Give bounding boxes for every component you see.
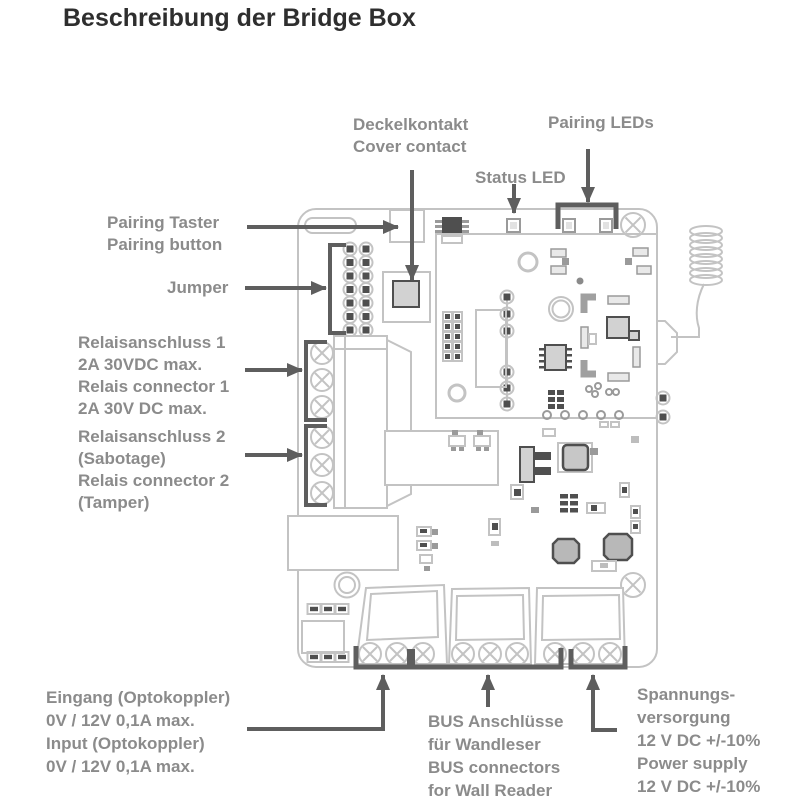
relay2-bracket bbox=[304, 424, 327, 507]
label-relay-connector-2: Relaisanschluss 2 (Sabotage) Relais conn… bbox=[78, 427, 230, 512]
jumper-bracket bbox=[328, 243, 346, 335]
rf-pad-grid bbox=[442, 311, 463, 362]
callout-arrows bbox=[245, 149, 617, 732]
label-pairing-button: Pairing Taster Pairing button bbox=[107, 213, 223, 254]
top-edge-ic bbox=[435, 217, 469, 244]
relay1-bracket bbox=[304, 340, 327, 422]
jumper-pin-header bbox=[342, 241, 374, 338]
callout-brackets bbox=[304, 202, 628, 670]
label-jumper: Jumper bbox=[167, 278, 229, 297]
bottom-terminal-block-2 bbox=[447, 586, 533, 666]
relay-terminal-block-1 bbox=[310, 341, 334, 419]
label-status-led: Status LED bbox=[475, 168, 566, 187]
tact-switch-b bbox=[551, 537, 581, 565]
label-relay-connector-1: Relaisanschluss 1 2A 30VDC max. Relais c… bbox=[78, 333, 230, 418]
pcb-middle-components bbox=[384, 421, 641, 572]
label-power-supply: Spannungs- versorgung 12 V DC +/-10% Pow… bbox=[637, 685, 761, 796]
status-led bbox=[506, 218, 521, 233]
rf-ic-8pin bbox=[539, 344, 572, 371]
pairing-led-2 bbox=[599, 218, 613, 233]
right-edge-pads bbox=[655, 390, 671, 425]
mounting-hole-ring bbox=[333, 571, 361, 599]
bottom-bracket-divider bbox=[407, 649, 415, 668]
antenna-connector-tab bbox=[657, 320, 678, 365]
label-pairing-leds: Pairing LEDs bbox=[548, 113, 654, 132]
label-cover-contact: Deckelkontakt Cover contact bbox=[353, 115, 469, 156]
label-input-optocoupler: Eingang (Optokoppler) 0V / 12V 0,1A max.… bbox=[46, 688, 231, 776]
arrow-input bbox=[247, 674, 390, 731]
antenna-coil bbox=[671, 225, 723, 338]
mounting-screw-bottom bbox=[620, 572, 646, 598]
pairing-leds-bracket bbox=[555, 202, 619, 229]
pairing-led-1 bbox=[562, 218, 576, 233]
optocoupler-pads bbox=[301, 603, 350, 663]
arrow-power bbox=[586, 674, 617, 732]
relay-component-2 bbox=[384, 430, 499, 486]
rf-module-board bbox=[435, 233, 658, 420]
relay-component bbox=[287, 515, 399, 571]
bottom-terminal-block-3 bbox=[533, 587, 627, 666]
cover-contact-switch bbox=[382, 271, 431, 323]
tact-switch-c bbox=[602, 532, 634, 562]
page-title: Beschreibung der Bridge Box bbox=[63, 4, 416, 32]
antenna-wire bbox=[671, 283, 705, 338]
bottom-bracket-left bbox=[353, 646, 564, 670]
relay-terminal-block-2 bbox=[310, 425, 334, 505]
bottom-terminal-block-1 bbox=[354, 583, 449, 666]
bottom-bracket-right bbox=[568, 646, 628, 670]
label-bus-connectors: BUS Anschlüsse für Wandleser BUS connect… bbox=[428, 712, 564, 800]
